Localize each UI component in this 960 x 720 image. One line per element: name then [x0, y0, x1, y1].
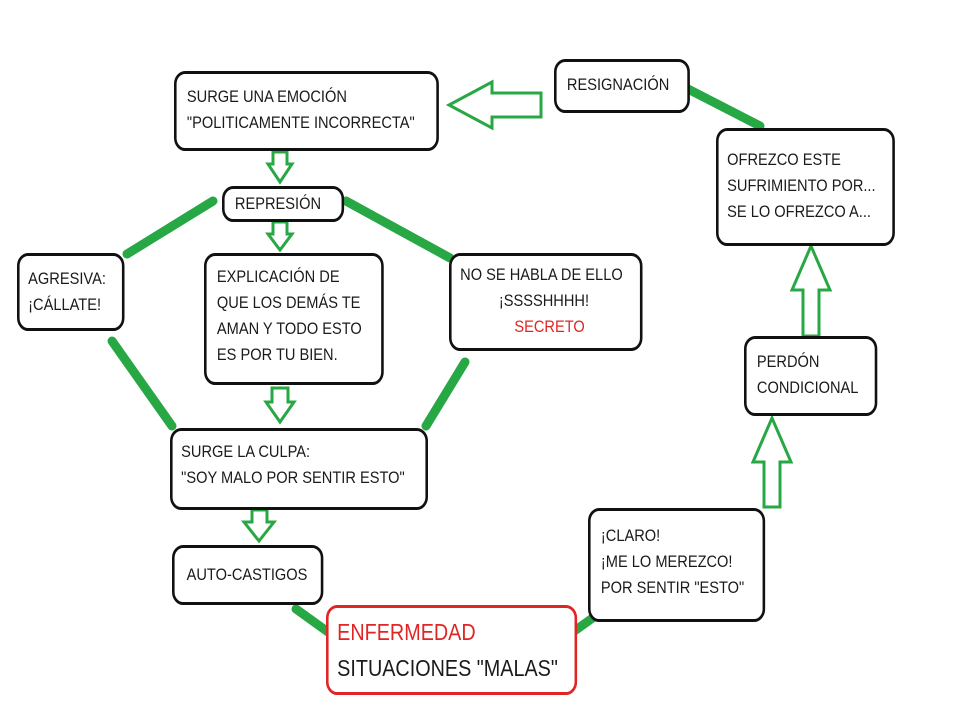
arrow-culpa-to-castigos [240, 508, 278, 544]
connector-agresiva-culpa [107, 336, 177, 431]
node-surge-emocion-line-2: "POLITICAMENTE INCORRECTA" [186, 113, 415, 132]
node-resignacion: RESIGNACIÓN [554, 59, 690, 113]
node-enfermedad-line-1: SITUACIONES "MALAS" [337, 655, 558, 681]
node-perdon-line-2: CONDICIONAL [756, 378, 859, 397]
connector-represion-no-se-habla [341, 196, 455, 263]
node-ofrezco-line-2: SUFRIMIENTO POR... [727, 176, 876, 195]
connector-no-se-habla-culpa [421, 357, 470, 431]
node-ofrezco-line-1: OFREZCO ESTE [727, 150, 841, 169]
node-no-se-habla-secreto: SECRETO [514, 317, 585, 336]
node-auto-castigos-line-1: AUTO-CASTIGOS [186, 565, 308, 584]
node-represion: REPRESIÓN [222, 186, 345, 222]
node-surge-culpa: SURGE LA CULPA: "SOY MALO POR SENTIR EST… [170, 428, 428, 510]
node-enfermedad: ENFERMEDAD SITUACIONES "MALAS" [326, 605, 578, 695]
node-explicacion-line-2: QUE LOS DEMÁS TE [216, 293, 361, 312]
node-agresiva-line-2: ¡CÁLLATE! [28, 295, 102, 314]
node-auto-castigos: AUTO-CASTIGOS [172, 545, 324, 605]
node-perdon: PERDÓN CONDICIONAL [744, 336, 878, 416]
node-claro: ¡CLARO! ¡ME LO MEREZCO! POR SENTIR "ESTO… [588, 508, 766, 622]
node-claro-line-3: POR SENTIR "ESTO" [600, 578, 745, 597]
node-claro-line-2: ¡ME LO MEREZCO! [600, 552, 733, 571]
node-claro-line-1: ¡CLARO! [600, 526, 661, 545]
arrow-represion-to-explicacion [265, 220, 295, 253]
arrow-emocion-to-represion [265, 150, 295, 185]
node-no-se-habla-line-1: NO SE HABLA DE ELLO [460, 265, 623, 284]
node-no-se-habla-line-2: ¡SSSSHHHH! [498, 291, 590, 310]
arrow-explicacion-to-culpa [263, 386, 297, 425]
node-explicacion-line-3: AMAN Y TODO ESTO [216, 319, 362, 338]
node-ofrezco: OFREZCO ESTE SUFRIMIENTO POR... SE LO OF… [716, 128, 895, 246]
node-surge-emocion-line-1: SURGE UNA EMOCIÓN [186, 87, 347, 106]
node-explicacion-line-4: ES POR TU BIEN. [216, 345, 338, 364]
node-explicacion: EXPLICACIÓN DE QUE LOS DEMÁS TE AMAN Y T… [204, 253, 384, 385]
node-perdon-line-1: PERDÓN [756, 352, 820, 371]
node-surge-emocion: SURGE UNA EMOCIÓN "POLITICAMENTE INCORRE… [174, 71, 439, 151]
node-no-se-habla: NO SE HABLA DE ELLO ¡SSSSHHHH! SECRETO [449, 253, 643, 351]
connector-represion-agresiva [122, 196, 218, 259]
arrow-resignacion-to-emocion [445, 79, 543, 131]
node-resignacion-line-1: RESIGNACIÓN [566, 75, 670, 94]
node-represion-line-1: REPRESIÓN [234, 194, 322, 213]
node-agresiva-line-1: AGRESIVA: [28, 269, 106, 288]
node-surge-culpa-line-1: SURGE LA CULPA: [181, 442, 311, 461]
connector-resignacion-ofrezco [683, 84, 765, 131]
connector-castigos-enfermedad [291, 604, 333, 637]
arrow-perdon-to-ofrezco [789, 242, 833, 338]
arrow-claro-to-perdon [750, 414, 794, 509]
node-ofrezco-line-3: SE LO OFREZCO A... [727, 202, 871, 221]
node-enfermedad-title: ENFERMEDAD [337, 619, 476, 645]
node-explicacion-line-1: EXPLICACIÓN DE [216, 267, 340, 286]
node-surge-culpa-line-2: "SOY MALO POR SENTIR ESTO" [181, 468, 405, 487]
node-agresiva: AGRESIVA: ¡CÁLLATE! [17, 253, 125, 331]
